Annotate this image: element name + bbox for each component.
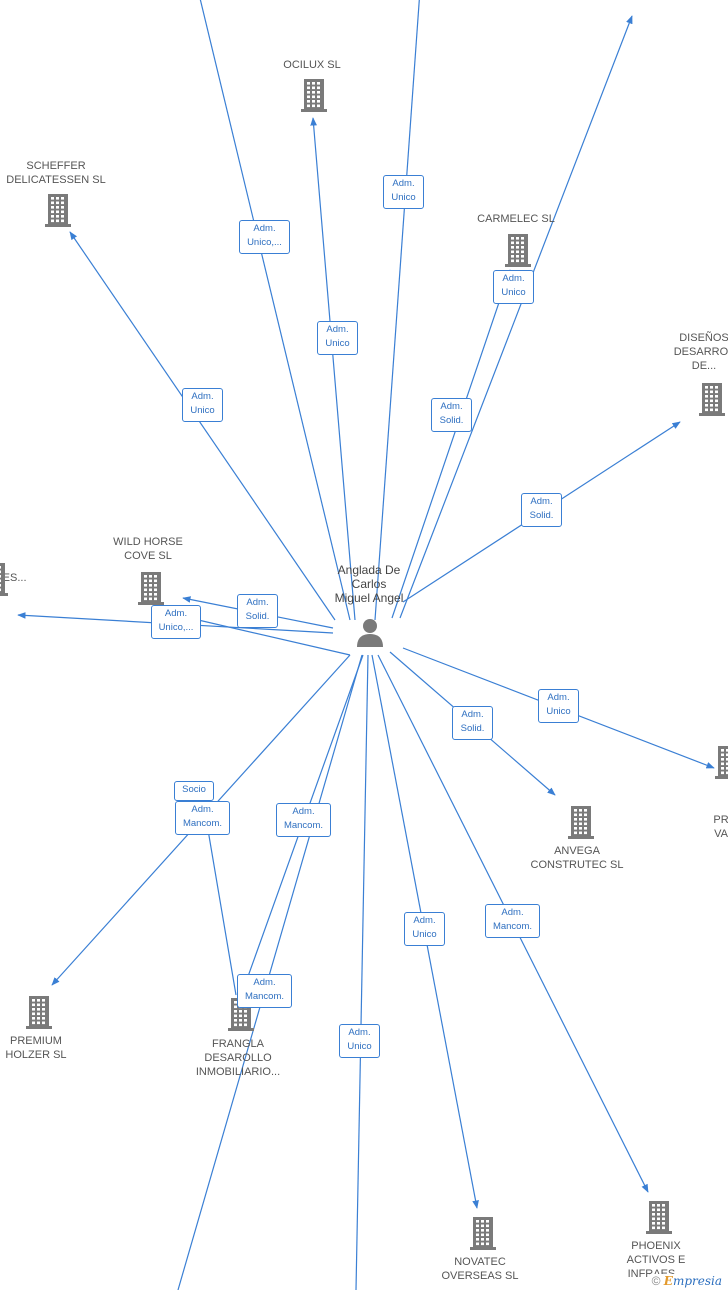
company-anvega-label[interactable]: ANVEGA CONSTRUTEC SL — [530, 845, 624, 871]
building-icon[interactable] — [136, 571, 166, 605]
relation-badge-ocilux[interactable]: Adm. Unico — [317, 321, 358, 355]
edge-line-3 — [310, 117, 356, 621]
brand-logo-text: mpresia — [672, 1274, 722, 1288]
company-left-edge-label[interactable]: ...ES... — [0, 572, 27, 584]
company-right-edge-label[interactable]: PR VA — [713, 814, 728, 840]
building-icon[interactable] — [503, 233, 533, 267]
edge-line-19 — [205, 817, 237, 996]
building-icon[interactable] — [566, 805, 596, 839]
building-icon[interactable] — [299, 78, 329, 112]
empresia-watermark: © Empresia — [649, 1274, 724, 1288]
company-premium-label[interactable]: PREMIUM HOLZER SL — [5, 1035, 67, 1061]
relation-badge-frangla[interactable]: Adm. Mancom. — [237, 974, 292, 1008]
relation-badge-wild-horse-socio[interactable]: Socio — [174, 781, 214, 801]
company-ocilux-label[interactable]: OCILUX SL — [283, 59, 341, 71]
person-icon[interactable] — [355, 617, 385, 649]
relation-badge-carmelec-solid[interactable]: Adm. Solid. — [431, 398, 472, 432]
relation-badge-bottom-left[interactable]: Adm. Mancom. — [276, 803, 331, 837]
building-icon[interactable] — [0, 562, 10, 596]
edge-line-1 — [199, 0, 351, 621]
relation-badge-left-edge[interactable]: Adm. Unico,... — [151, 605, 201, 639]
relation-badge-scheffer[interactable]: Adm. Unico — [182, 388, 223, 422]
edge-line-4 — [69, 231, 336, 621]
relation-badge-edge-1[interactable]: Adm. Unico,... — [239, 220, 290, 254]
relation-badge-right-edge[interactable]: Adm. Unico — [538, 689, 579, 723]
company-disenos-label[interactable]: DISEÑOS DESARROL DE... — [673, 332, 728, 372]
relation-badge-bottom-center[interactable]: Adm. Unico — [339, 1024, 380, 1058]
edge-line-2 — [374, 0, 420, 621]
relation-badge-carmelec-unico[interactable]: Adm. Unico — [493, 270, 534, 304]
relation-badge-edge-2[interactable]: Adm. Unico — [383, 175, 424, 209]
company-novatec-label[interactable]: NOVATEC OVERSEAS SL — [441, 1256, 519, 1282]
company-frangla-label[interactable]: FRANGLA DESAROLLO INMOBILIARIO... — [195, 1038, 281, 1078]
building-icon[interactable] — [43, 193, 73, 227]
center-person-label[interactable]: Anglada De Carlos Miguel Angel — [334, 563, 404, 605]
edge-line-14 — [177, 654, 363, 1290]
building-icon[interactable] — [24, 995, 54, 1029]
building-icon[interactable] — [468, 1216, 498, 1250]
company-scheffer-label[interactable]: SCHEFFER DELICATESSEN SL — [6, 160, 106, 186]
edge-line-16 — [355, 654, 369, 1290]
building-icon[interactable] — [713, 745, 728, 779]
edge-line-6 — [399, 15, 633, 619]
copyright-symbol: © — [651, 1274, 661, 1288]
building-icon[interactable] — [644, 1200, 674, 1234]
edge-line-5 — [391, 269, 511, 619]
relation-badge-disenos[interactable]: Adm. Solid. — [521, 493, 562, 527]
building-icon[interactable] — [697, 382, 727, 416]
brand-logo-letter: E — [663, 1274, 673, 1288]
relation-badge-novatec[interactable]: Adm. Unico — [404, 912, 445, 946]
relation-badge-wild-horse-solid[interactable]: Adm. Solid. — [237, 594, 278, 628]
relation-badge-anvega[interactable]: Adm. Solid. — [452, 706, 493, 740]
relation-badge-premium[interactable]: Adm. Mancom. — [175, 801, 230, 835]
relation-badge-phoenix[interactable]: Adm. Mancom. — [485, 904, 540, 938]
company-wild-horse-label[interactable]: WILD HORSE COVE SL — [113, 536, 183, 562]
company-carmelec-label[interactable]: CARMELEC SL — [477, 213, 555, 225]
